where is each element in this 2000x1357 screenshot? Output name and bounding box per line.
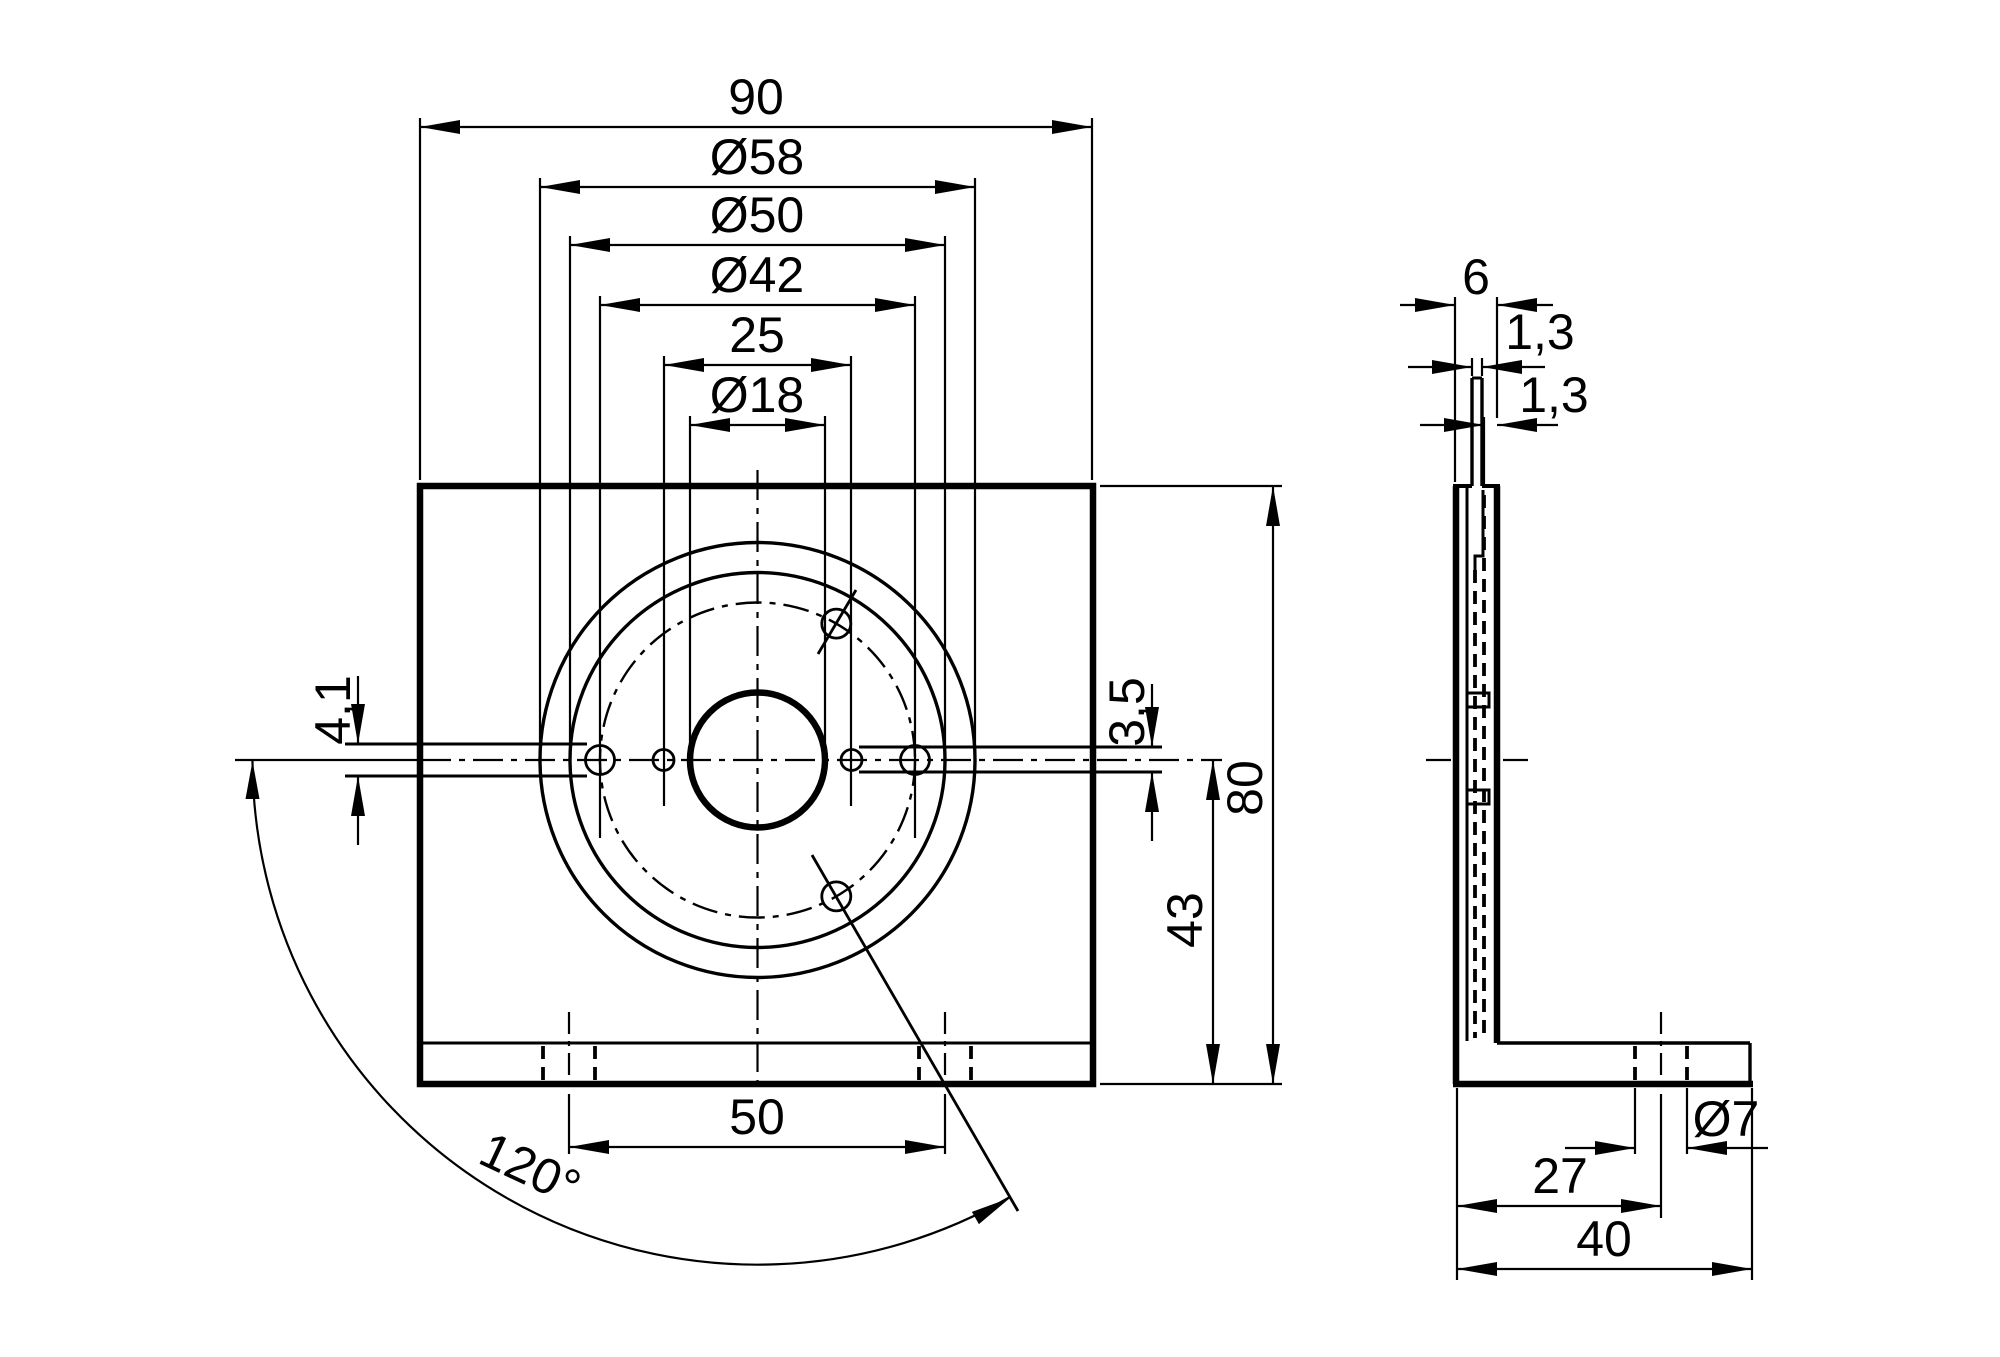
front-centerlines [421, 470, 1222, 1110]
dim-label-sheet-upper: 1,3 [1505, 304, 1575, 360]
front-right-dimensions: 80 43 [1100, 484, 1282, 1086]
dim-label-angle: 120° [471, 1121, 588, 1215]
side-foot-hole-dimension: Ø7 [1565, 1088, 1768, 1155]
dim-label-foot-hole-spacing: 50 [729, 1089, 785, 1145]
side-foot-hole [1633, 1012, 1689, 1218]
dim-label-center-to-bottom: 43 [1157, 892, 1213, 948]
dim-label-foot-hole-offset: 27 [1532, 1148, 1588, 1204]
side-clip-sheet [1426, 376, 1528, 1038]
dim-label-foot-hole-dia: Ø7 [1693, 1091, 1760, 1147]
side-bottom-dimensions: 27 40 [1455, 1088, 1754, 1280]
side-sheet-dimension-lower: 1,3 [1420, 367, 1589, 484]
dim-label-d58: Ø58 [710, 129, 805, 185]
dim-label-d18: Ø18 [710, 367, 805, 423]
dim-label-foot-depth: 40 [1576, 1211, 1632, 1267]
dim-label-25: 25 [729, 307, 785, 363]
angle-dimension-120: 120° [235, 758, 1020, 1266]
dim-label-slot-right: 3,5 [1099, 677, 1155, 747]
front-bottom-dimension: 50 [567, 1089, 947, 1154]
slot-dimension-right: 3,5 [1099, 677, 1159, 841]
front-top-dimensions: 90 Ø58 Ø50 Ø42 25 Ø18 [418, 69, 1094, 838]
dim-label-d42: Ø42 [710, 247, 805, 303]
dim-label-width: 90 [728, 69, 784, 125]
dim-label-d50: Ø50 [710, 187, 805, 243]
side-profile [1452, 484, 1753, 1088]
dim-label-thickness: 6 [1462, 249, 1490, 305]
side-sheet-dimension-upper: 1,3 [1408, 304, 1575, 376]
front-foot-holes-hidden [541, 1046, 973, 1081]
dim-label-height: 80 [1217, 760, 1273, 816]
front-view: 120° 90 Ø58 Ø50 Ø42 25 [235, 69, 1282, 1266]
dim-label-slot-left: 4,1 [305, 675, 361, 745]
front-slot [345, 742, 1162, 778]
hole-300deg [820, 880, 853, 913]
slot-dimension-left: 4,1 [305, 675, 365, 845]
side-view: 6 1,3 1,3 Ø7 2 [1400, 249, 1768, 1280]
dim-label-sheet-lower: 1,3 [1519, 367, 1589, 423]
side-thickness-dimension: 6 [1400, 249, 1553, 482]
